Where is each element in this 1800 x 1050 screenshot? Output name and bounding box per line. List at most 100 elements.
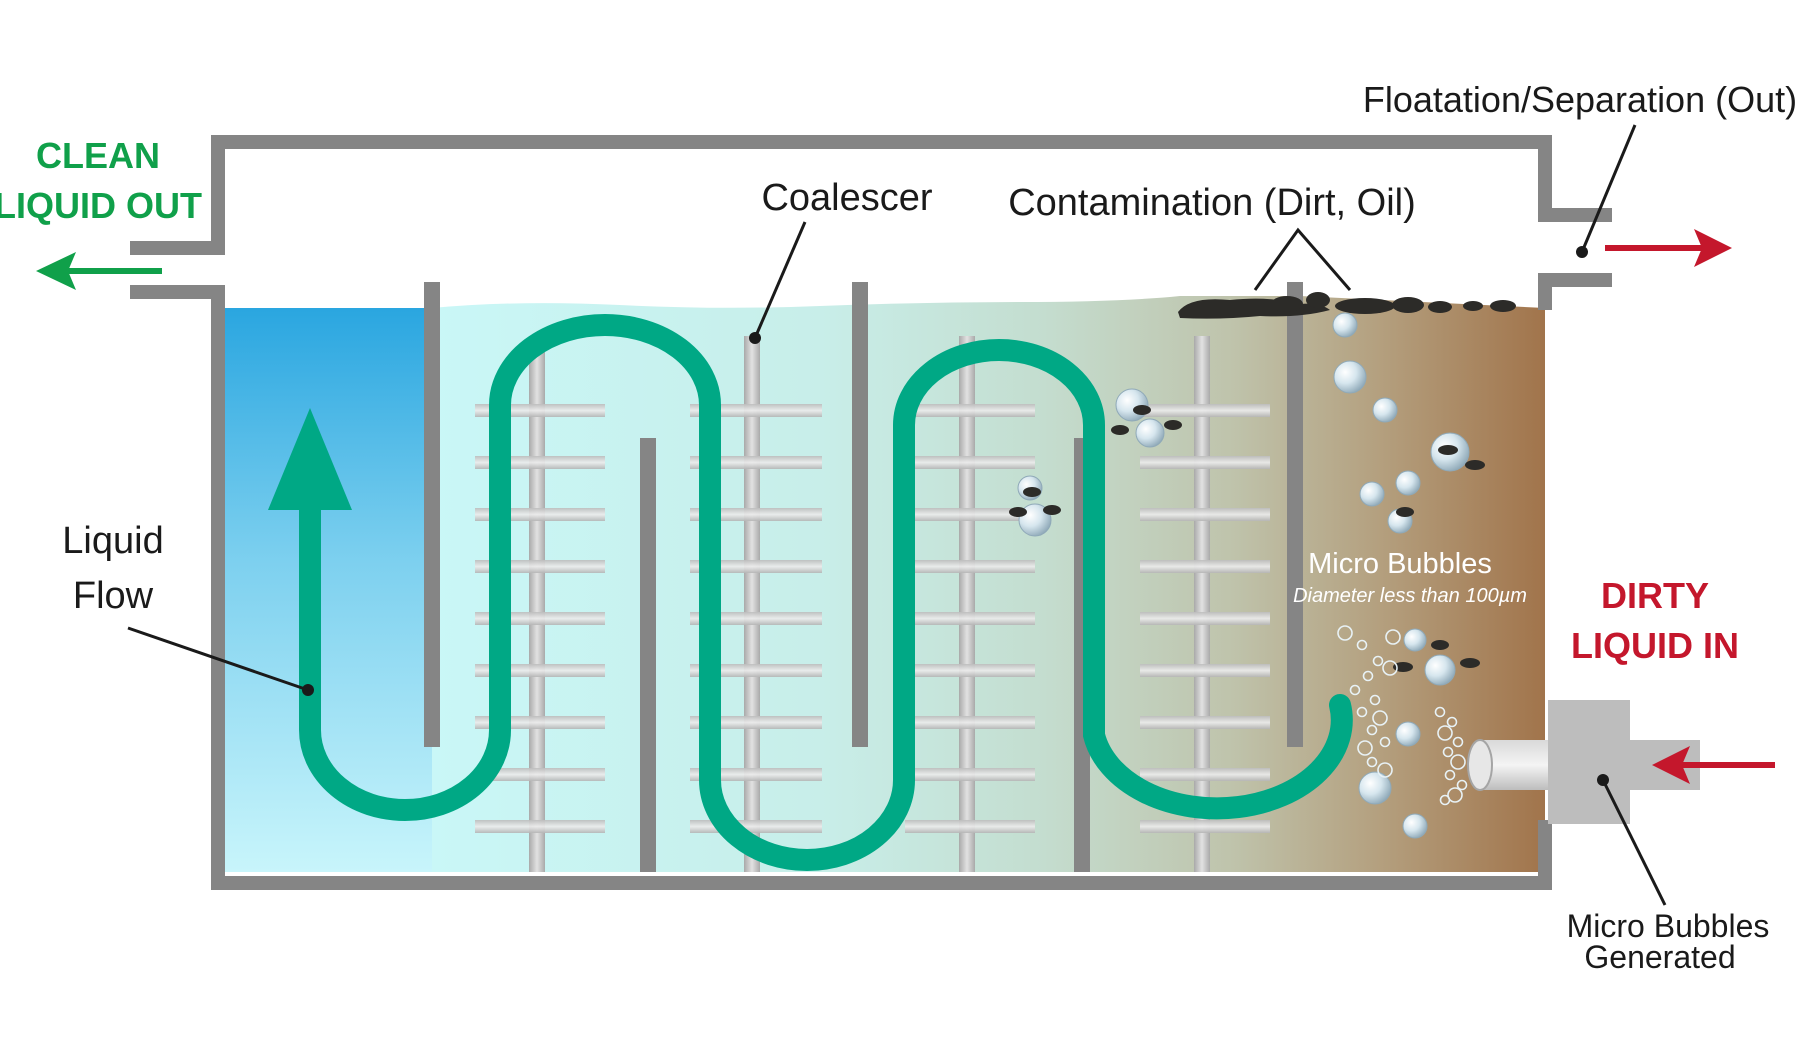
labels: CLEAN LIQUID OUT DIRTY LIQUID IN Coalesc…	[0, 79, 1797, 975]
micro-bubble	[1450, 754, 1466, 770]
coalescer-bar	[1140, 716, 1270, 729]
bubble	[1403, 628, 1427, 652]
bubble	[1359, 481, 1385, 507]
oil-blob	[1463, 301, 1483, 311]
micro-bubble	[1444, 769, 1456, 781]
baffle	[640, 438, 656, 872]
contamination-label: Contamination (Dirt, Oil)	[1008, 182, 1416, 224]
coalescer-bar	[690, 768, 822, 781]
coalescer-bar	[905, 664, 1035, 677]
micro-bubble	[1385, 629, 1401, 645]
coalescer-bar	[690, 560, 822, 573]
bubble	[1358, 771, 1392, 805]
floatation-label: Floatation/Separation (Out)	[1363, 79, 1797, 120]
micro-bubble	[1349, 684, 1361, 696]
dirty-in-label: LIQUID IN	[1571, 625, 1739, 666]
oil-droplet	[1465, 460, 1485, 470]
coalescer-bar	[905, 456, 1035, 469]
bubble	[1135, 418, 1165, 448]
micro-bubble	[1372, 655, 1384, 667]
coalescer-bar	[905, 612, 1035, 625]
bubble	[1395, 721, 1421, 747]
micro-bubble	[1372, 710, 1388, 726]
coalescer-bar	[1140, 664, 1270, 677]
micro-bubble	[1442, 746, 1454, 758]
micro-bubble	[1452, 736, 1464, 748]
clean-out-arrowhead	[36, 252, 76, 290]
oil-droplet	[1111, 425, 1129, 435]
liquid-flow-label: Liquid	[62, 520, 163, 562]
inlet-pipe	[1467, 700, 1700, 824]
tank-outline-lower	[130, 285, 1552, 890]
oil-blob	[1271, 296, 1303, 312]
coalescer-bar	[475, 768, 605, 781]
micro-bubble	[1337, 625, 1353, 641]
floatation-leader-dot	[1576, 246, 1588, 258]
coalescer-bar	[475, 820, 605, 833]
micro-bubble	[1446, 716, 1458, 728]
oil-droplet	[1043, 505, 1061, 515]
floatation-leader	[1580, 124, 1637, 253]
micro-bubble	[1366, 724, 1378, 736]
micro-bubble	[1437, 725, 1453, 741]
oil-droplet	[1164, 420, 1182, 430]
dirty-in-arrowhead	[1652, 746, 1690, 784]
generated-label: Generated	[1584, 939, 1735, 975]
micro-bubble	[1366, 756, 1378, 768]
coalescer-leader	[753, 221, 807, 339]
baffle	[1287, 282, 1303, 747]
baffle	[852, 282, 868, 747]
oil-droplet	[1133, 405, 1151, 415]
coalescer-bar	[905, 716, 1035, 729]
micro-bubble	[1456, 779, 1468, 791]
bubble	[1402, 813, 1428, 839]
micro-bubbles-note: Diameter less than 100µm	[1293, 585, 1527, 607]
liquid-flow-arrowhead	[268, 408, 352, 510]
coalescer-bar	[1140, 612, 1270, 625]
dirty-in-label: DIRTY	[1601, 575, 1709, 616]
micro-bubble	[1439, 794, 1451, 806]
coalescer-bar	[690, 456, 822, 469]
contamination-layer	[1178, 292, 1516, 319]
oil-droplet	[1009, 507, 1027, 517]
coalescer-bar	[905, 820, 1035, 833]
contamination-leader	[1253, 227, 1352, 291]
coalescer-bar	[690, 820, 822, 833]
coalescer-rod	[1194, 336, 1210, 872]
coalescer-bar	[1140, 820, 1270, 833]
generated-leader	[1601, 779, 1667, 906]
bubble	[1332, 312, 1358, 338]
direction-arrows	[36, 229, 1775, 784]
oil-droplet	[1393, 662, 1413, 672]
coalescer-bar	[905, 404, 1035, 417]
coalescer-bar	[690, 612, 822, 625]
tank-outline	[130, 135, 1612, 255]
coalescer-bar	[690, 404, 822, 417]
floatation-out-arrowhead	[1694, 229, 1732, 267]
coalescer-rod	[529, 336, 545, 872]
coalescer-bar	[1140, 456, 1270, 469]
coalescer-bar	[690, 716, 822, 729]
bubbles	[1009, 312, 1485, 839]
oil-droplet	[1023, 487, 1041, 497]
micro-bubble	[1362, 670, 1374, 682]
oil-droplet	[1460, 658, 1480, 668]
clean-out-label: CLEAN	[36, 135, 160, 176]
micro-bubble	[1377, 762, 1393, 778]
coalescer-bar	[905, 508, 1035, 521]
micro-bubble	[1379, 736, 1391, 748]
coalescer-rod	[959, 336, 975, 872]
inlet-pipe-mouth	[1467, 739, 1493, 791]
micro-bubbles-label: Micro Bubbles	[1308, 548, 1492, 580]
coalescer-bar	[905, 560, 1035, 573]
micro-bubble	[1369, 694, 1381, 706]
tank-walls	[130, 135, 1612, 890]
liquid-flow-path	[299, 314, 1353, 871]
baffle	[424, 282, 440, 747]
coalescer-bar	[690, 664, 822, 677]
liquid-flow-leader-dot	[302, 684, 314, 696]
bubble	[1372, 397, 1398, 423]
coalescer-bar	[905, 768, 1035, 781]
outlet-lower-wall	[1538, 273, 1612, 310]
